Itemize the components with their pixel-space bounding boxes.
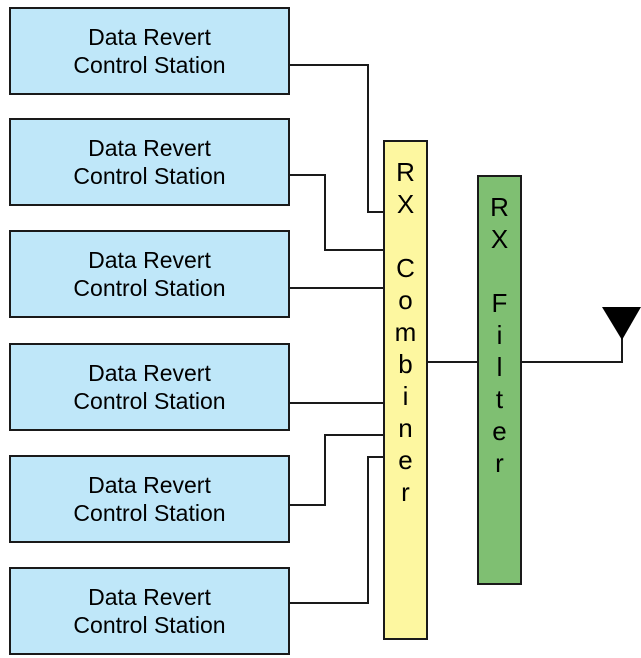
label-glyph: t	[495, 384, 504, 414]
wire-station-1	[290, 64, 384, 213]
station-title: Data Revert	[88, 472, 211, 498]
station-subtitle: Control Station	[73, 163, 226, 189]
label-glyph: r	[495, 448, 504, 478]
station-title: Data Revert	[88, 247, 211, 273]
antenna-icon	[602, 307, 641, 340]
label-glyph: R	[396, 157, 415, 187]
data-revert-control-station-2: Data Revert Control Station	[9, 118, 290, 206]
label-glyph: o	[398, 285, 413, 315]
data-revert-control-station-1: Data Revert Control Station	[9, 7, 290, 95]
wire-station-2	[290, 174, 384, 251]
label-glyph: n	[398, 413, 413, 443]
station-title: Data Revert	[88, 24, 211, 50]
station-title: Data Revert	[88, 135, 211, 161]
data-revert-control-station-6: Data Revert Control Station	[9, 567, 290, 655]
label-glyph: X	[490, 224, 509, 254]
label-glyph	[479, 255, 520, 287]
label-glyph: R	[490, 192, 509, 222]
label-glyph: F	[491, 288, 508, 318]
label-glyph: l	[496, 352, 503, 382]
label-glyph: b	[398, 349, 413, 379]
label-glyph: r	[401, 477, 410, 507]
station-subtitle: Control Station	[73, 500, 226, 526]
wire-station-6	[290, 456, 384, 604]
wire-station-5	[290, 434, 384, 506]
label-glyph: C	[396, 253, 415, 283]
data-revert-control-station-4: Data Revert Control Station	[9, 343, 290, 431]
label-glyph	[385, 220, 426, 252]
data-revert-control-station-3: Data Revert Control Station	[9, 230, 290, 318]
label-glyph: i	[402, 381, 409, 411]
station-subtitle: Control Station	[73, 388, 226, 414]
label-glyph: m	[394, 317, 417, 347]
station-title: Data Revert	[88, 360, 211, 386]
station-subtitle: Control Station	[73, 52, 226, 78]
data-revert-control-station-5: Data Revert Control Station	[9, 455, 290, 543]
station-subtitle: Control Station	[73, 275, 226, 301]
label-glyph: e	[398, 445, 413, 475]
label-glyph: e	[492, 416, 507, 446]
station-subtitle: Control Station	[73, 612, 226, 638]
station-title: Data Revert	[88, 584, 211, 610]
label-glyph: X	[396, 189, 415, 219]
label-glyph: i	[496, 320, 503, 350]
wire-filter-antenna	[522, 338, 623, 363]
